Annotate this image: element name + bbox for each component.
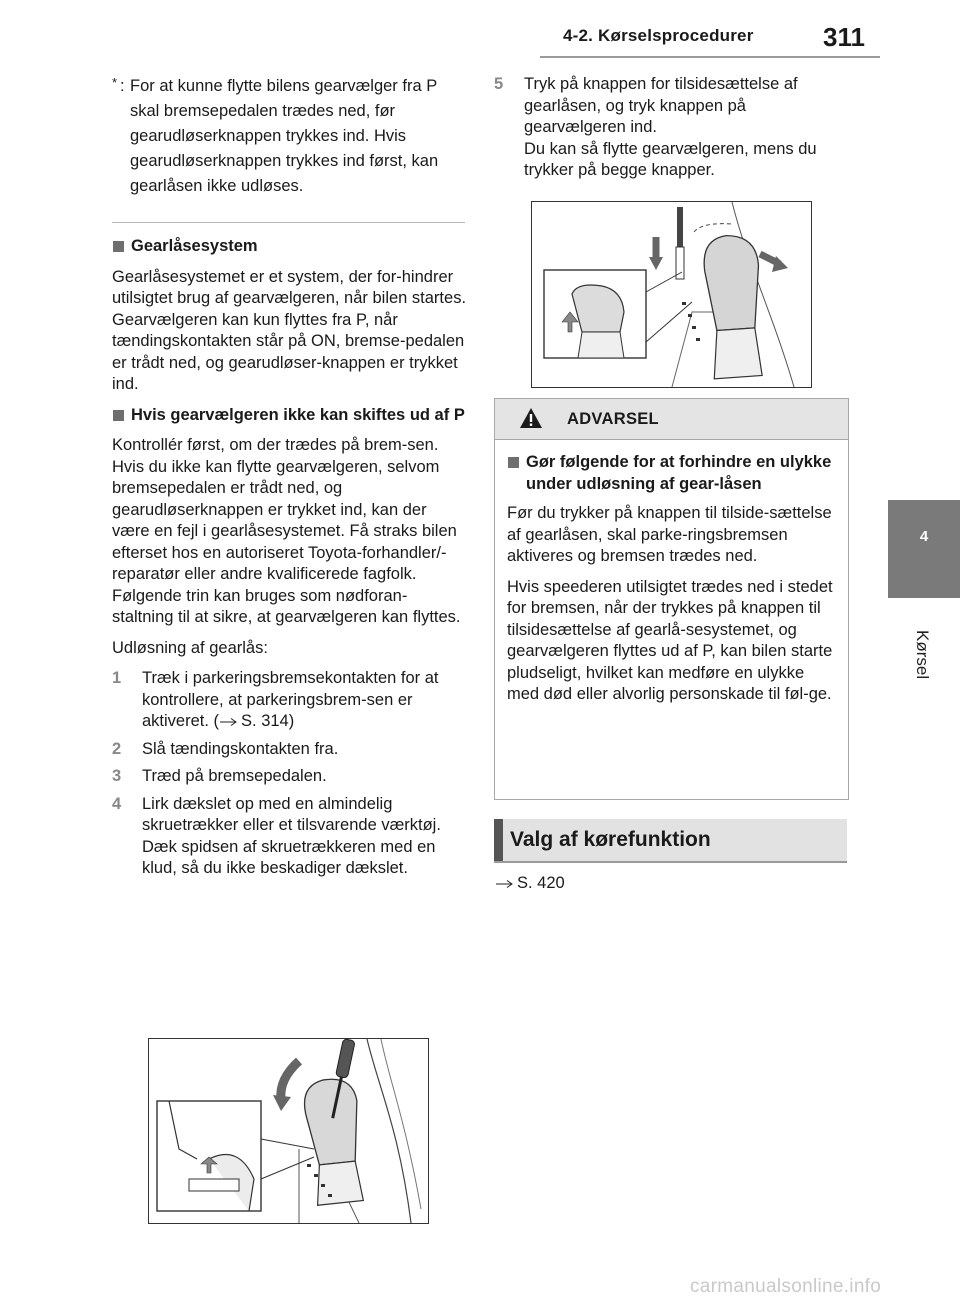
- shift-lock-override-illustration: [543, 201, 795, 388]
- section-band-bar: [494, 819, 503, 861]
- page-ref-link[interactable]: S. 420: [495, 874, 565, 893]
- left-column: * : For at kunne flytte bilens gearvælge…: [112, 74, 467, 886]
- warning-title: ADVARSEL: [567, 410, 659, 428]
- page-number: 311: [823, 22, 865, 52]
- section-heading-band: Valg af kørefunktion: [494, 819, 847, 863]
- section-heading-drive-mode: Valg af kørefunktion: [510, 828, 711, 851]
- warning-paragraph: Hvis speederen utilsigtet trædes ned i s…: [507, 577, 833, 704]
- divider: [112, 222, 465, 223]
- warning-triangle-icon: [520, 408, 542, 428]
- steps-intro: Udløsning af gearlås:: [112, 638, 268, 657]
- step-3: 3 Træd på bremsepedalen.: [112, 767, 327, 785]
- warning-box: ADVARSEL Gør følgende for at forhindre e…: [494, 398, 849, 800]
- square-bullet-icon: [113, 409, 124, 421]
- warning-heading: Gør følgende for at forhindre en ulykke …: [507, 452, 834, 495]
- footnote-text: For at kunne flytte bilens gearvælger fr…: [130, 77, 439, 195]
- warning-header: ADVARSEL: [495, 399, 848, 440]
- footnote-colon: :: [120, 77, 125, 95]
- section-heading-cannot-shift: Hvis gearvælgeren ikke kan skiftes ud af…: [112, 405, 467, 427]
- square-bullet-icon: [508, 457, 519, 468]
- chapter-label: Kørsel: [913, 630, 932, 680]
- step-2: 2 Slå tændingskontakten fra.: [112, 739, 339, 758]
- header-rule: [540, 56, 880, 58]
- right-column: 5 Tryk på knappen for tilsidesættelse af…: [494, 74, 848, 188]
- step-5: 5 Tryk på knappen for tilsidesættelse af…: [494, 75, 817, 179]
- watermark: carmanualsonline.info: [690, 1276, 882, 1297]
- footnote-marker: *: [112, 75, 118, 90]
- section-title: 4-2. Kørselsprocedurer: [563, 26, 754, 45]
- warning-paragraph: Før du trykker på knappen til tilside-sæ…: [507, 504, 832, 565]
- paragraph: Gearlåsesystemet er et system, der for-h…: [112, 267, 467, 394]
- footnote: * : For at kunne flytte bilens gearvælge…: [112, 74, 467, 199]
- arrow-right-icon: [220, 717, 237, 726]
- section-band-shadow: [494, 861, 847, 863]
- chapter-tab[interactable]: 4: [888, 500, 960, 598]
- gear-lever-illustration: [156, 1038, 422, 1224]
- paragraph: Kontrollér først, om der trædes på brem-…: [112, 436, 461, 626]
- arrow-right-icon: [496, 879, 513, 888]
- square-bullet-icon: [113, 241, 124, 252]
- illustration-screwdriver-pry-cover: [148, 1038, 429, 1224]
- section-heading-gearlock: Gearlåsesystem: [112, 236, 467, 258]
- step-1: 1 Træk i parkeringsbremsekontakten for a…: [112, 669, 439, 730]
- illustration-press-override-button: [531, 201, 812, 388]
- chapter-number: 4: [919, 528, 929, 545]
- step-4: 4 Lirk dækslet op med en almindelig skru…: [112, 794, 441, 878]
- warning-body: Gør følgende for at forhindre en ulykke …: [495, 440, 848, 706]
- page-ref-link[interactable]: S. 314: [219, 712, 289, 730]
